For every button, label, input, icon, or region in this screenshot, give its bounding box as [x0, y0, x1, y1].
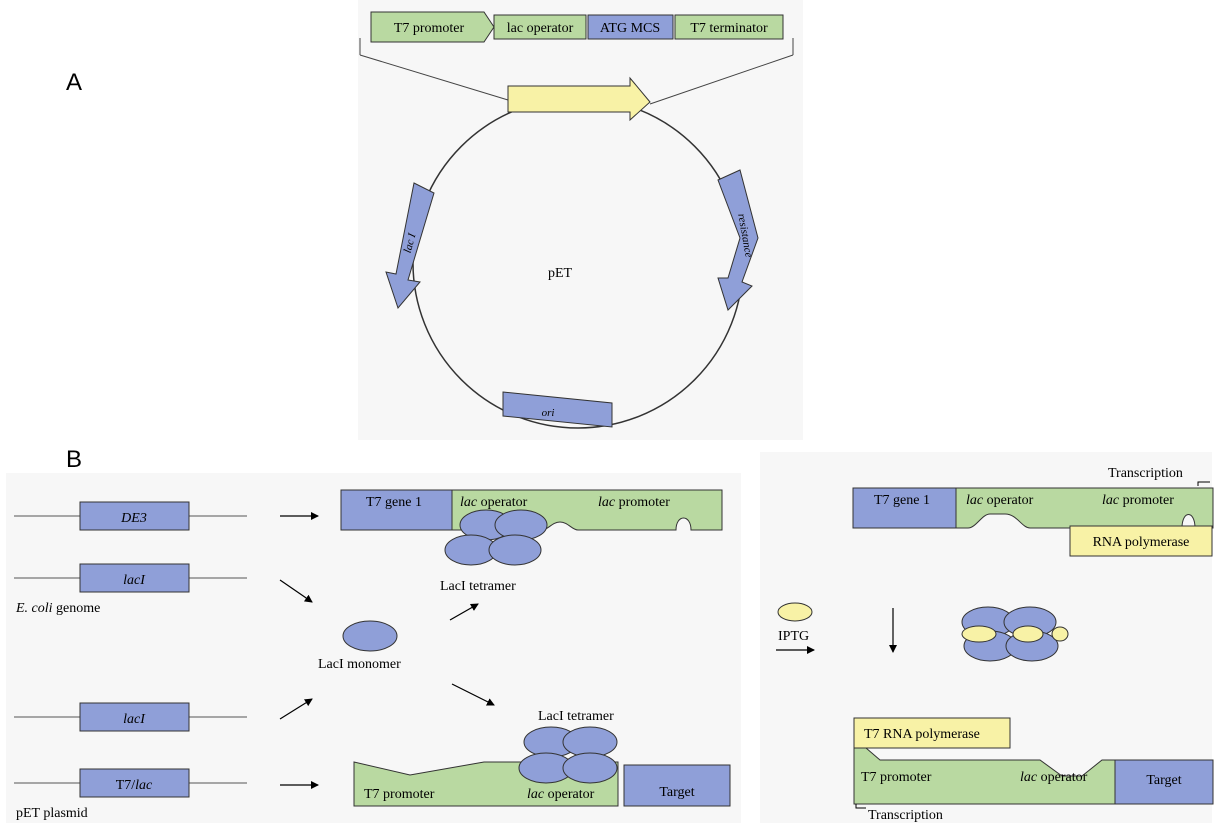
ori-arc-label: ori	[542, 407, 555, 419]
lac-italic: lac	[460, 495, 478, 510]
t7-promoter-segment	[370, 11, 495, 43]
cassette-label: lac operator	[507, 21, 574, 36]
laci-subunit	[488, 534, 542, 566]
panel-b-label: B	[66, 446, 82, 473]
de3-label: DE3	[120, 511, 147, 526]
laci-monomer	[342, 620, 398, 652]
cassette-label: ATG MCS	[600, 21, 660, 36]
t7-promoter-label: T7 promoter	[861, 770, 932, 785]
promoter-word: promoter	[615, 495, 670, 510]
panel-a: A T7 promoter lac operator ATG MCS T7 te…	[66, 0, 803, 440]
lac-italic: lac	[966, 493, 984, 508]
t7-terminator-segment	[674, 14, 784, 40]
plasmid-name: pET	[548, 266, 573, 281]
insert-arrow	[507, 76, 651, 122]
iptg-molecule	[777, 602, 813, 622]
cassette-label: T7 terminator	[690, 21, 768, 36]
iptg-label: IPTG	[778, 629, 809, 644]
laci-tetramer-label: LacI tetramer	[440, 579, 516, 594]
t7-promoter-label: T7 promoter	[364, 787, 435, 802]
lac-operator-label: lac operator	[966, 493, 1034, 508]
promoter-word: promoter	[1119, 493, 1174, 508]
t7-gene1-label: T7 gene 1	[366, 495, 422, 510]
target-box	[1114, 759, 1214, 805]
t7lac-label: T7/lac	[116, 778, 153, 793]
lac-region	[955, 487, 1214, 529]
lac-italic: lac	[527, 787, 545, 802]
arrow	[279, 579, 313, 603]
expression-cassette: T7 promoter lac operator ATG MCS T7 term…	[370, 11, 784, 43]
cassette-label: T7 promoter	[394, 21, 465, 36]
lac-italic: lac	[598, 495, 616, 510]
panel-induced: Transcription T7 gene 1 lac operator lac…	[760, 452, 1214, 823]
t7lac-label-b: lac	[135, 778, 153, 793]
rna-polymerase-label: RNA polymerase	[1093, 535, 1190, 550]
lac-operator-segment	[493, 14, 587, 40]
t7-gene1-box	[852, 487, 957, 529]
lac-operator-label: lac operator	[460, 495, 528, 510]
plasmid-laci-box	[79, 702, 190, 732]
operator-word: operator	[983, 493, 1033, 508]
transcription-top-label: Transcription	[1108, 466, 1183, 481]
resistance-arrow	[717, 169, 759, 311]
t7-promoter-region	[853, 747, 1116, 805]
transcription-bottom-label: Transcription	[868, 808, 943, 823]
arrow	[449, 603, 479, 621]
t7-gene1-box	[340, 489, 453, 531]
lac-italic: lac	[1020, 770, 1038, 785]
laci-subunit	[562, 752, 618, 784]
cassette-guide-left	[359, 54, 509, 101]
iptg-molecule	[1051, 626, 1069, 642]
genome-caption-rest: genome	[53, 601, 101, 616]
arrow	[451, 683, 495, 706]
t7-gene1-label: T7 gene 1	[874, 493, 930, 508]
transcription-top-arrow	[1197, 481, 1210, 486]
laci-arrow	[385, 182, 435, 310]
released-laci-tetramer	[961, 606, 1069, 662]
genome-caption-italic: E. coli	[15, 601, 53, 616]
target-box	[623, 764, 731, 807]
atg-mcs-segment	[587, 14, 674, 40]
genome-laci-label: lacI	[123, 573, 146, 588]
operator-word: operator	[1037, 770, 1087, 785]
operator-word: operator	[477, 495, 527, 510]
lac-operator-label: lac operator	[1020, 770, 1088, 785]
genome-laci-box	[79, 563, 190, 593]
plasmid-laci-label: lacI	[123, 712, 146, 727]
iptg-molecule	[961, 625, 997, 643]
laci-arc-label: lac I	[402, 231, 419, 255]
t7lac-label-a: T7/	[116, 778, 136, 793]
de3-box	[79, 501, 190, 531]
t7-rna-polymerase	[853, 717, 1011, 749]
rna-polymerase	[1069, 525, 1213, 557]
laci-tetramer-label: LacI tetramer	[538, 709, 614, 724]
target-label: Target	[659, 785, 694, 800]
plasmid-caption: pET plasmid	[16, 806, 88, 821]
cassette-guide-right	[649, 54, 794, 105]
lac-operator-label: lac operator	[527, 787, 595, 802]
arrow	[279, 698, 313, 720]
ori-arc	[502, 391, 613, 428]
genome-caption: E. coli genome	[15, 601, 100, 616]
laci-tetramer-bound	[518, 726, 618, 784]
lac-promoter-label: lac promoter	[1102, 493, 1174, 508]
laci-tetramer-bound	[444, 509, 548, 566]
transcription-bottom-arrow	[855, 804, 866, 809]
iptg-molecule	[1012, 625, 1044, 643]
target-label: Target	[1146, 773, 1181, 788]
lac-italic: lac	[1102, 493, 1120, 508]
t7lac-box	[79, 768, 190, 798]
t7-rna-polymerase-label: T7 RNA polymerase	[864, 727, 980, 742]
operator-word: operator	[544, 787, 594, 802]
panel-b: B DE3 lacI E. coli genome lacI T7/lac pE…	[6, 446, 741, 823]
panel-a-label: A	[66, 69, 82, 96]
lac-promoter-label: lac promoter	[598, 495, 670, 510]
laci-monomer-label: LacI monomer	[318, 657, 401, 672]
